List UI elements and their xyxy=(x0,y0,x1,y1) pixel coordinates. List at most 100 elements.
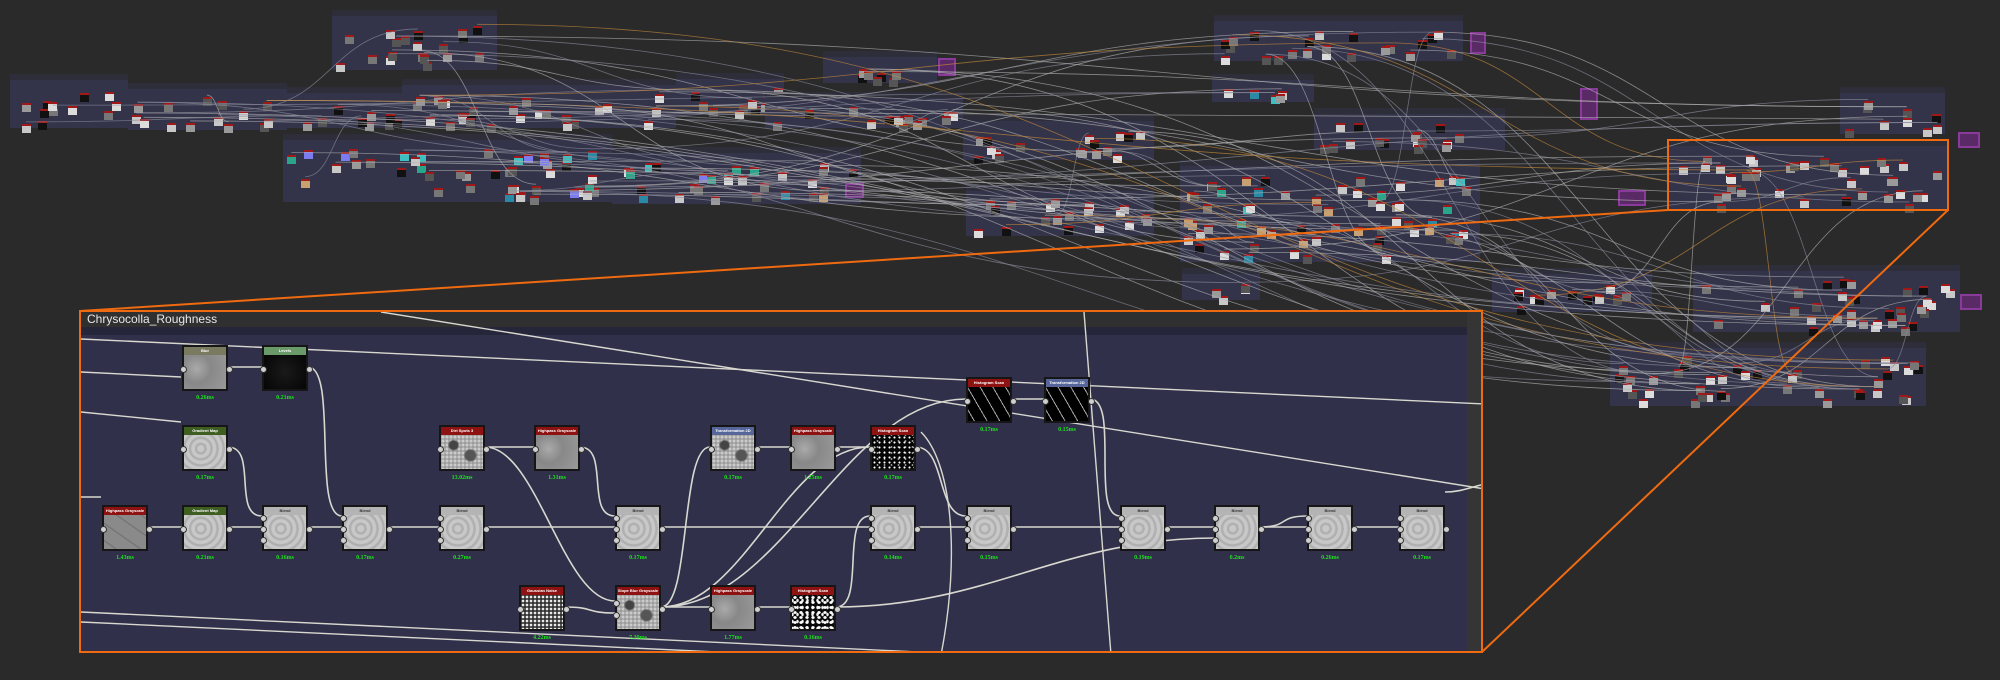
graph-node[interactable] xyxy=(67,106,77,116)
graph-node[interactable] xyxy=(1287,50,1297,60)
input-socket[interactable] xyxy=(613,612,620,619)
graph-node[interactable] xyxy=(287,154,297,164)
graph-node[interactable] xyxy=(1683,356,1693,366)
input-socket[interactable] xyxy=(868,515,875,522)
graph-node[interactable] xyxy=(1454,235,1464,245)
graph-node[interactable] xyxy=(1220,40,1230,50)
graph-node[interactable] xyxy=(475,52,485,62)
graph-node[interactable] xyxy=(1115,132,1125,141)
graph-node[interactable] xyxy=(1945,288,1955,298)
graph-node[interactable] xyxy=(760,182,770,192)
output-socket[interactable] xyxy=(659,526,666,533)
graph-node[interactable] xyxy=(1517,305,1527,315)
graph-node[interactable] xyxy=(1847,279,1857,289)
graph-frame[interactable] xyxy=(1840,87,1945,139)
graph-node[interactable] xyxy=(644,121,654,131)
graph-node[interactable] xyxy=(1427,219,1437,229)
graph-node[interactable] xyxy=(1933,124,1943,134)
graph-node[interactable] xyxy=(1859,165,1869,175)
graph-node[interactable] xyxy=(399,151,409,161)
graph-node[interactable] xyxy=(1628,389,1638,399)
graph-node[interactable] xyxy=(40,109,50,119)
graph-node[interactable] xyxy=(367,112,377,122)
graph-node[interactable] xyxy=(626,170,635,180)
graph-node[interactable] xyxy=(1811,303,1821,313)
graph-node[interactable] xyxy=(1844,129,1854,139)
output-socket[interactable] xyxy=(834,606,841,613)
graph-node[interactable] xyxy=(587,175,597,185)
graph-node[interactable] xyxy=(507,167,517,177)
graph-node[interactable] xyxy=(1338,184,1348,194)
graph-node[interactable] xyxy=(698,101,708,111)
graph-node[interactable] xyxy=(1461,186,1471,196)
graph-node[interactable] xyxy=(439,43,449,53)
graph-node[interactable] xyxy=(1253,187,1263,197)
graph-frame[interactable] xyxy=(128,83,287,133)
graph-node[interactable] xyxy=(1458,229,1468,239)
graph-node[interactable] xyxy=(1846,179,1856,189)
graph-node[interactable] xyxy=(164,103,174,113)
graph-node[interactable] xyxy=(1823,281,1833,291)
graph-frame[interactable] xyxy=(1182,268,1260,305)
graph-node[interactable] xyxy=(22,123,32,133)
graph-node[interactable] xyxy=(413,30,423,40)
graph-node[interactable] xyxy=(1940,283,1950,293)
graph-node[interactable] xyxy=(1425,226,1435,235)
graph-node[interactable] xyxy=(1433,30,1443,40)
graph-node[interactable] xyxy=(1514,292,1524,302)
graph-node[interactable] xyxy=(570,120,580,130)
graph-node[interactable] xyxy=(1819,158,1829,168)
graph-node[interactable] xyxy=(1320,145,1330,155)
input-socket[interactable] xyxy=(340,515,347,522)
graph-node[interactable] xyxy=(820,187,830,197)
graph-node[interactable] xyxy=(1448,175,1458,185)
output-socket[interactable] xyxy=(914,446,921,453)
graph-node[interactable] xyxy=(1296,225,1306,235)
graph-node[interactable] xyxy=(1124,133,1134,143)
graph-node[interactable] xyxy=(1674,368,1684,378)
graph-node[interactable] xyxy=(1858,190,1868,200)
input-socket[interactable] xyxy=(260,526,267,533)
graph-node[interactable] xyxy=(1244,254,1254,264)
graph-node[interactable] xyxy=(1727,175,1737,185)
graph-node[interactable] xyxy=(465,184,475,194)
graph-node[interactable] xyxy=(1799,198,1809,208)
graph-node[interactable] xyxy=(1907,322,1917,332)
graph-node[interactable] xyxy=(1275,93,1285,103)
graph-node[interactable] xyxy=(1435,123,1445,133)
graph-node[interactable] xyxy=(386,30,396,40)
input-socket[interactable] xyxy=(1118,515,1125,522)
graph-node[interactable] xyxy=(1189,192,1199,202)
graph-node[interactable] xyxy=(1918,192,1928,202)
graph-node[interactable] xyxy=(904,115,914,125)
graph-node[interactable] xyxy=(1324,206,1334,216)
graph-node[interactable] xyxy=(1933,171,1943,181)
graph-frame[interactable] xyxy=(1492,268,1652,315)
output-frame[interactable] xyxy=(1958,132,1980,148)
graph-node[interactable] xyxy=(1223,89,1233,99)
graph-node[interactable] xyxy=(1261,56,1271,66)
graph-node[interactable] xyxy=(434,188,444,198)
output-socket[interactable] xyxy=(146,526,153,533)
graph-node[interactable] xyxy=(1861,360,1871,370)
graph-node[interactable] xyxy=(473,26,483,36)
graph-node[interactable] xyxy=(1879,121,1889,131)
output-socket[interactable] xyxy=(386,526,393,533)
graph-node[interactable] xyxy=(202,97,212,107)
input-socket[interactable] xyxy=(437,515,444,522)
input-socket[interactable] xyxy=(1118,537,1125,544)
graph-node[interactable] xyxy=(412,41,422,51)
graph-node[interactable] xyxy=(1705,376,1715,386)
graph-node[interactable] xyxy=(1394,201,1404,211)
graph-node[interactable] xyxy=(1418,138,1428,148)
graph-node[interactable] xyxy=(1094,223,1104,233)
graph-node[interactable] xyxy=(1015,143,1025,153)
graph-node[interactable] xyxy=(417,163,427,173)
graph-node[interactable] xyxy=(1774,189,1784,199)
graph-node[interactable] xyxy=(991,149,1001,159)
